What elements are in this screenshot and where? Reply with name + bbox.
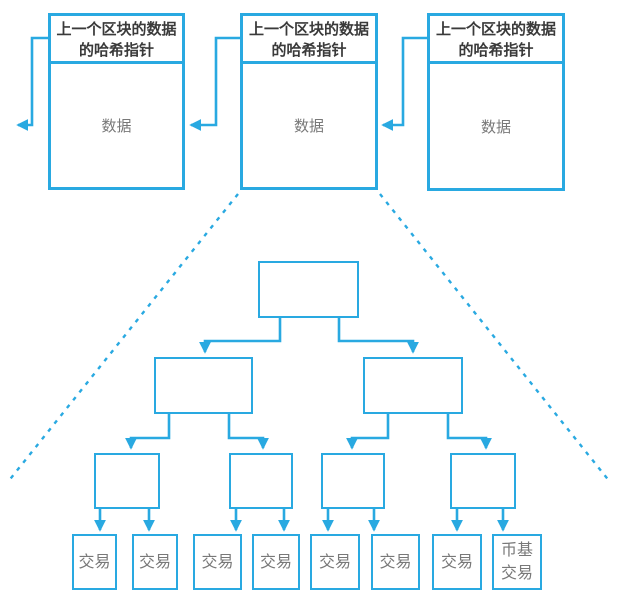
hash-pointer-arrows (16, 36, 427, 131)
transaction-leaf-7: 交易 (432, 534, 482, 590)
block-1-data: 数据 (101, 118, 132, 135)
block-3-hash-pointer-header: 上一个区块的数据 的哈希指针 (430, 16, 562, 64)
transaction-leaf-5: 交易 (310, 534, 360, 590)
block-1: 上一个区块的数据 的哈希指针 数据 (48, 13, 185, 190)
merkle-branch-left (154, 357, 253, 414)
header-line-1: 上一个区块的数据 (435, 21, 556, 38)
leaf-label: 交易 (379, 553, 412, 571)
dotted-expansion-lines (6, 193, 611, 484)
block-3-data: 数据 (480, 118, 511, 136)
block-1-hash-pointer-header: 上一个区块的数据 的哈希指针 (51, 16, 182, 64)
merkle-node-4 (450, 453, 516, 509)
leaf-label: 交易 (78, 553, 111, 571)
block-2-data: 数据 (293, 118, 324, 135)
block-2-hash-pointer-header: 上一个区块的数据 的哈希指针 (243, 16, 375, 64)
transaction-leaf-1: 交易 (72, 534, 117, 590)
merkle-node-1 (94, 453, 160, 509)
leaf-label-line2: 交易 (500, 565, 533, 582)
transaction-leaf-4: 交易 (252, 534, 300, 590)
block-3: 上一个区块的数据 的哈希指针 数据 (427, 13, 565, 191)
leaf-label: 交易 (259, 553, 292, 571)
merkle-tree-arrows (94, 318, 509, 532)
header-line-2: 的哈希指针 (271, 42, 347, 59)
header-line-1: 上一个区块的数据 (56, 21, 177, 38)
merkle-root-node (258, 261, 359, 318)
transaction-leaf-6: 交易 (371, 534, 420, 590)
transaction-leaf-2: 交易 (132, 534, 178, 590)
leaf-label: 币基 (500, 542, 533, 559)
header-line-1: 上一个区块的数据 (248, 21, 369, 38)
leaf-label: 交易 (201, 553, 234, 571)
leaf-label: 交易 (440, 553, 473, 571)
merkle-node-2 (229, 453, 293, 509)
leaf-label: 交易 (318, 553, 351, 571)
leaf-label: 交易 (138, 553, 171, 571)
transaction-leaf-3: 交易 (193, 534, 242, 590)
merkle-branch-right (363, 357, 463, 414)
header-line-2: 的哈希指针 (458, 42, 534, 59)
block-2: 上一个区块的数据 的哈希指针 数据 (240, 13, 378, 190)
header-line-2: 的哈希指针 (78, 42, 154, 59)
coinbase-transaction-leaf: 币基 交易 (492, 534, 542, 590)
merkle-node-3 (321, 453, 385, 509)
